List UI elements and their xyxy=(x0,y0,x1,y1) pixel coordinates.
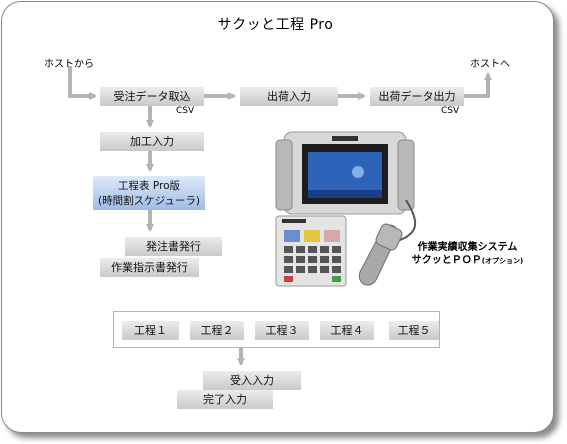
diagram-title: サクッと工程 Pro xyxy=(217,17,334,33)
tablet-terminal-icon xyxy=(275,131,415,215)
pop-option-note: (オプション) xyxy=(481,257,524,265)
keypad-icon xyxy=(275,215,347,287)
process-2: 工程２ xyxy=(190,321,244,340)
schedule-title: 工程表 Pro版 xyxy=(118,180,180,192)
order-issue-box: 発注書発行 xyxy=(125,237,222,256)
pop-system-name: 作業実績収集システム xyxy=(417,242,518,253)
shipment-input-box: 出荷入力 xyxy=(240,87,338,106)
shipment-export-box: 出荷データ出力 xyxy=(370,87,464,106)
csv-label-import: CSV xyxy=(176,106,195,116)
order-import-box: 受注データ取込 xyxy=(100,87,204,106)
pop-product-name: サクッとＰＯＰ(オプション) xyxy=(400,254,535,268)
process-1: 工程１ xyxy=(122,321,179,340)
arrow-export-to-host xyxy=(464,72,492,98)
barcode-scanner-icon xyxy=(358,199,417,286)
host-from-label: ホストから xyxy=(44,59,94,70)
processing-input-box: 加工入力 xyxy=(100,132,204,151)
pop-product: サクッとＰＯＰ xyxy=(411,255,482,266)
schedule-subtitle: (時間割スケジューラ) xyxy=(98,195,200,207)
csv-label-export: CSV xyxy=(441,106,460,116)
pop-device-label: 作業実績収集システム サクッとＰＯＰ(オプション) xyxy=(400,241,535,268)
process-5: 工程５ xyxy=(389,321,439,340)
schedule-box: 工程表 Pro版 (時間割スケジューラ) xyxy=(93,176,205,210)
complete-input-box: 完了入力 xyxy=(177,390,273,409)
process-4: 工程４ xyxy=(320,321,374,340)
process-3: 工程３ xyxy=(255,321,309,340)
arrow-host-to-import xyxy=(68,66,97,100)
pop-device-illustration xyxy=(275,131,417,287)
receive-input-box: 受入入力 xyxy=(203,371,301,390)
host-to-label: ホストへ xyxy=(470,59,510,70)
work-instruction-box: 作業指示書発行 xyxy=(100,258,199,277)
